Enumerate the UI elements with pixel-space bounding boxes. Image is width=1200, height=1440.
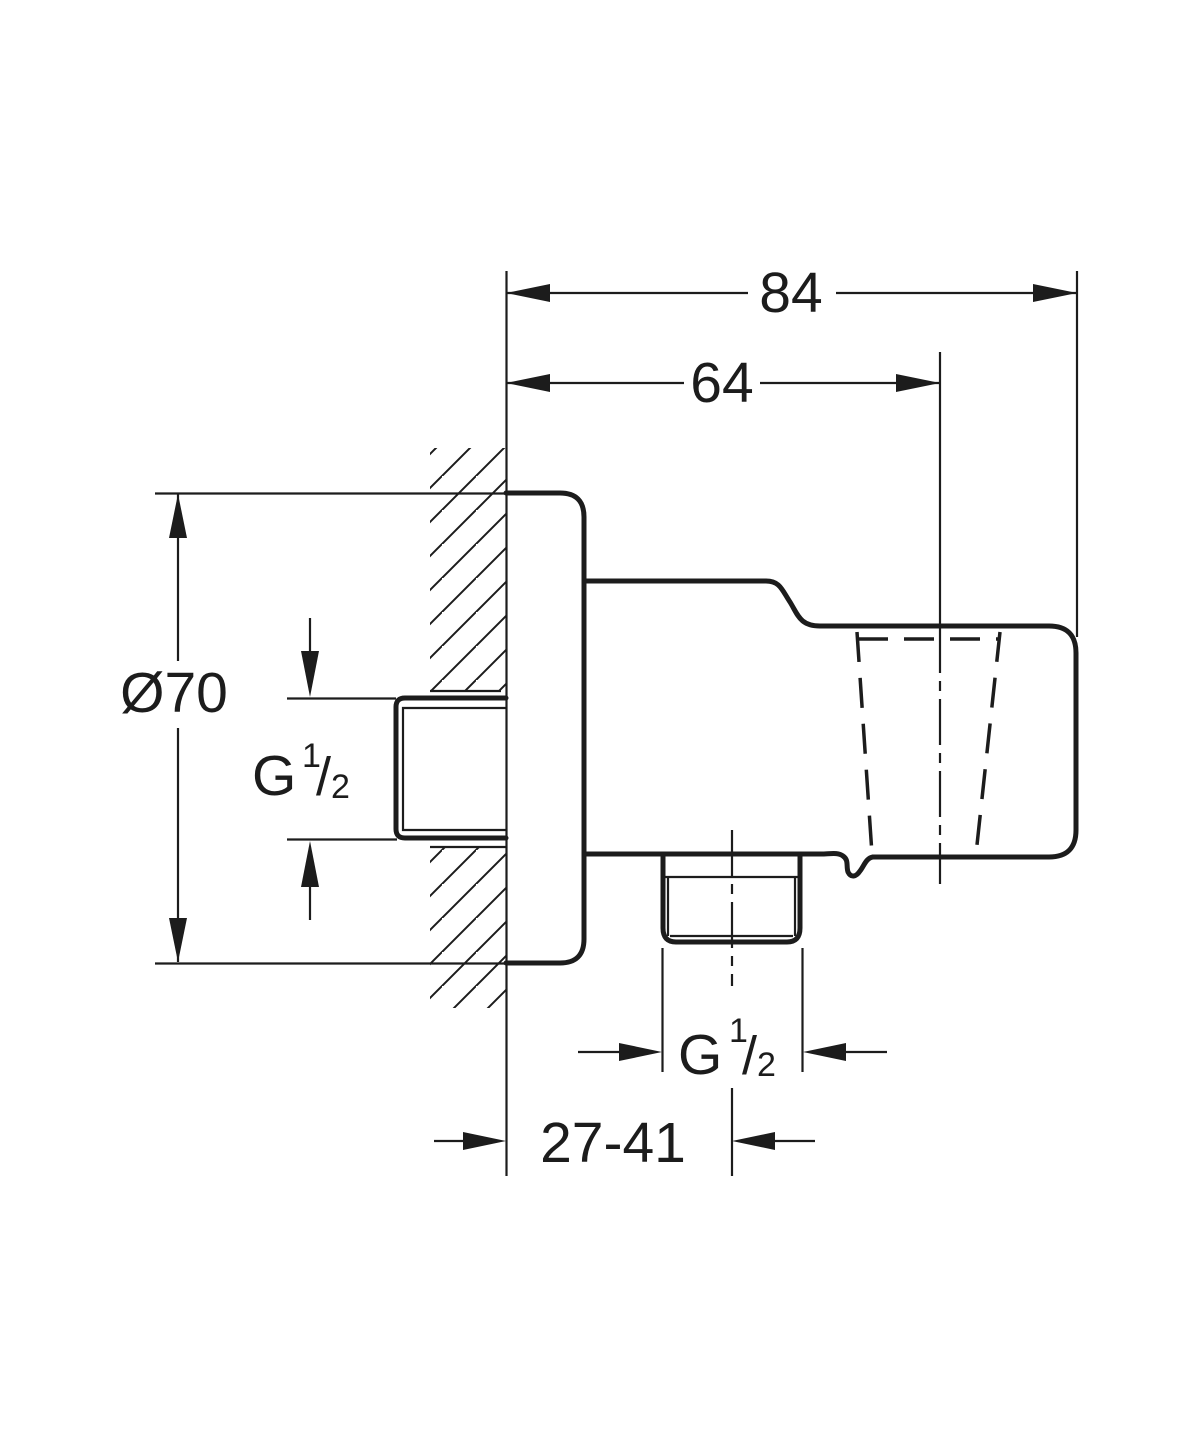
arrowhead-outlet-left bbox=[619, 1043, 662, 1061]
outlet-thread-base: G bbox=[678, 1023, 722, 1087]
dim-label-64: 64 bbox=[690, 351, 753, 415]
dim-wall-adjust-range: 27-41 bbox=[434, 1088, 815, 1176]
inlet-nipple-thread-lines bbox=[401, 706, 506, 832]
arrowhead-70-up bbox=[169, 494, 187, 538]
outlet-extension-lines bbox=[661, 948, 804, 1072]
dim-label-range: 27-41 bbox=[540, 1111, 686, 1175]
fixture-outline bbox=[393, 490, 1079, 966]
outlet-thread-slash: / bbox=[742, 1026, 757, 1086]
dim-label-84: 84 bbox=[759, 261, 822, 325]
arrowhead-84-right bbox=[1033, 284, 1077, 302]
inlet-thread-slash: / bbox=[316, 747, 331, 807]
dim-inlet-thread: G 1 / 2 bbox=[252, 618, 397, 920]
dim-flange-diameter: Ø70 bbox=[120, 492, 566, 965]
dim-overall-depth: 84 bbox=[506, 261, 1079, 637]
arrowhead-64-right bbox=[896, 374, 940, 392]
dim-label-70: Ø70 bbox=[120, 661, 228, 725]
dim-holder-depth: 64 bbox=[506, 351, 942, 884]
dim-outlet-thread: G 1 / 2 bbox=[578, 830, 887, 1087]
inlet-thread-base: G bbox=[252, 744, 296, 808]
outlet-thread-numerator: 1 bbox=[729, 1012, 748, 1050]
wall-hatching-lower bbox=[430, 847, 506, 1008]
arrowhead-inlet-down bbox=[301, 651, 319, 697]
escutcheon-flange-outline bbox=[503, 490, 587, 966]
arrowhead-outlet-right bbox=[803, 1043, 846, 1061]
inlet-thread-denominator: 2 bbox=[331, 768, 350, 806]
arrowhead-range-right bbox=[732, 1132, 775, 1150]
arrowhead-64-left bbox=[506, 374, 550, 392]
inlet-thread-numerator: 1 bbox=[302, 737, 321, 775]
wall-section bbox=[430, 271, 508, 1176]
body-bottom-outline bbox=[581, 851, 876, 879]
wall-hatching-upper bbox=[430, 448, 506, 691]
holder-socket-hidden-lines bbox=[855, 631, 1002, 855]
outlet-nipple-thread-lines bbox=[663, 875, 800, 938]
outlet-thread-denominator: 2 bbox=[757, 1046, 776, 1084]
inlet-nipple-outline bbox=[393, 695, 509, 841]
arrowhead-range-left bbox=[463, 1132, 506, 1150]
body-and-holder-outline bbox=[581, 578, 1079, 860]
arrowhead-70-down bbox=[169, 918, 187, 962]
arrowhead-inlet-up bbox=[301, 841, 319, 887]
arrowhead-84-left bbox=[506, 284, 550, 302]
